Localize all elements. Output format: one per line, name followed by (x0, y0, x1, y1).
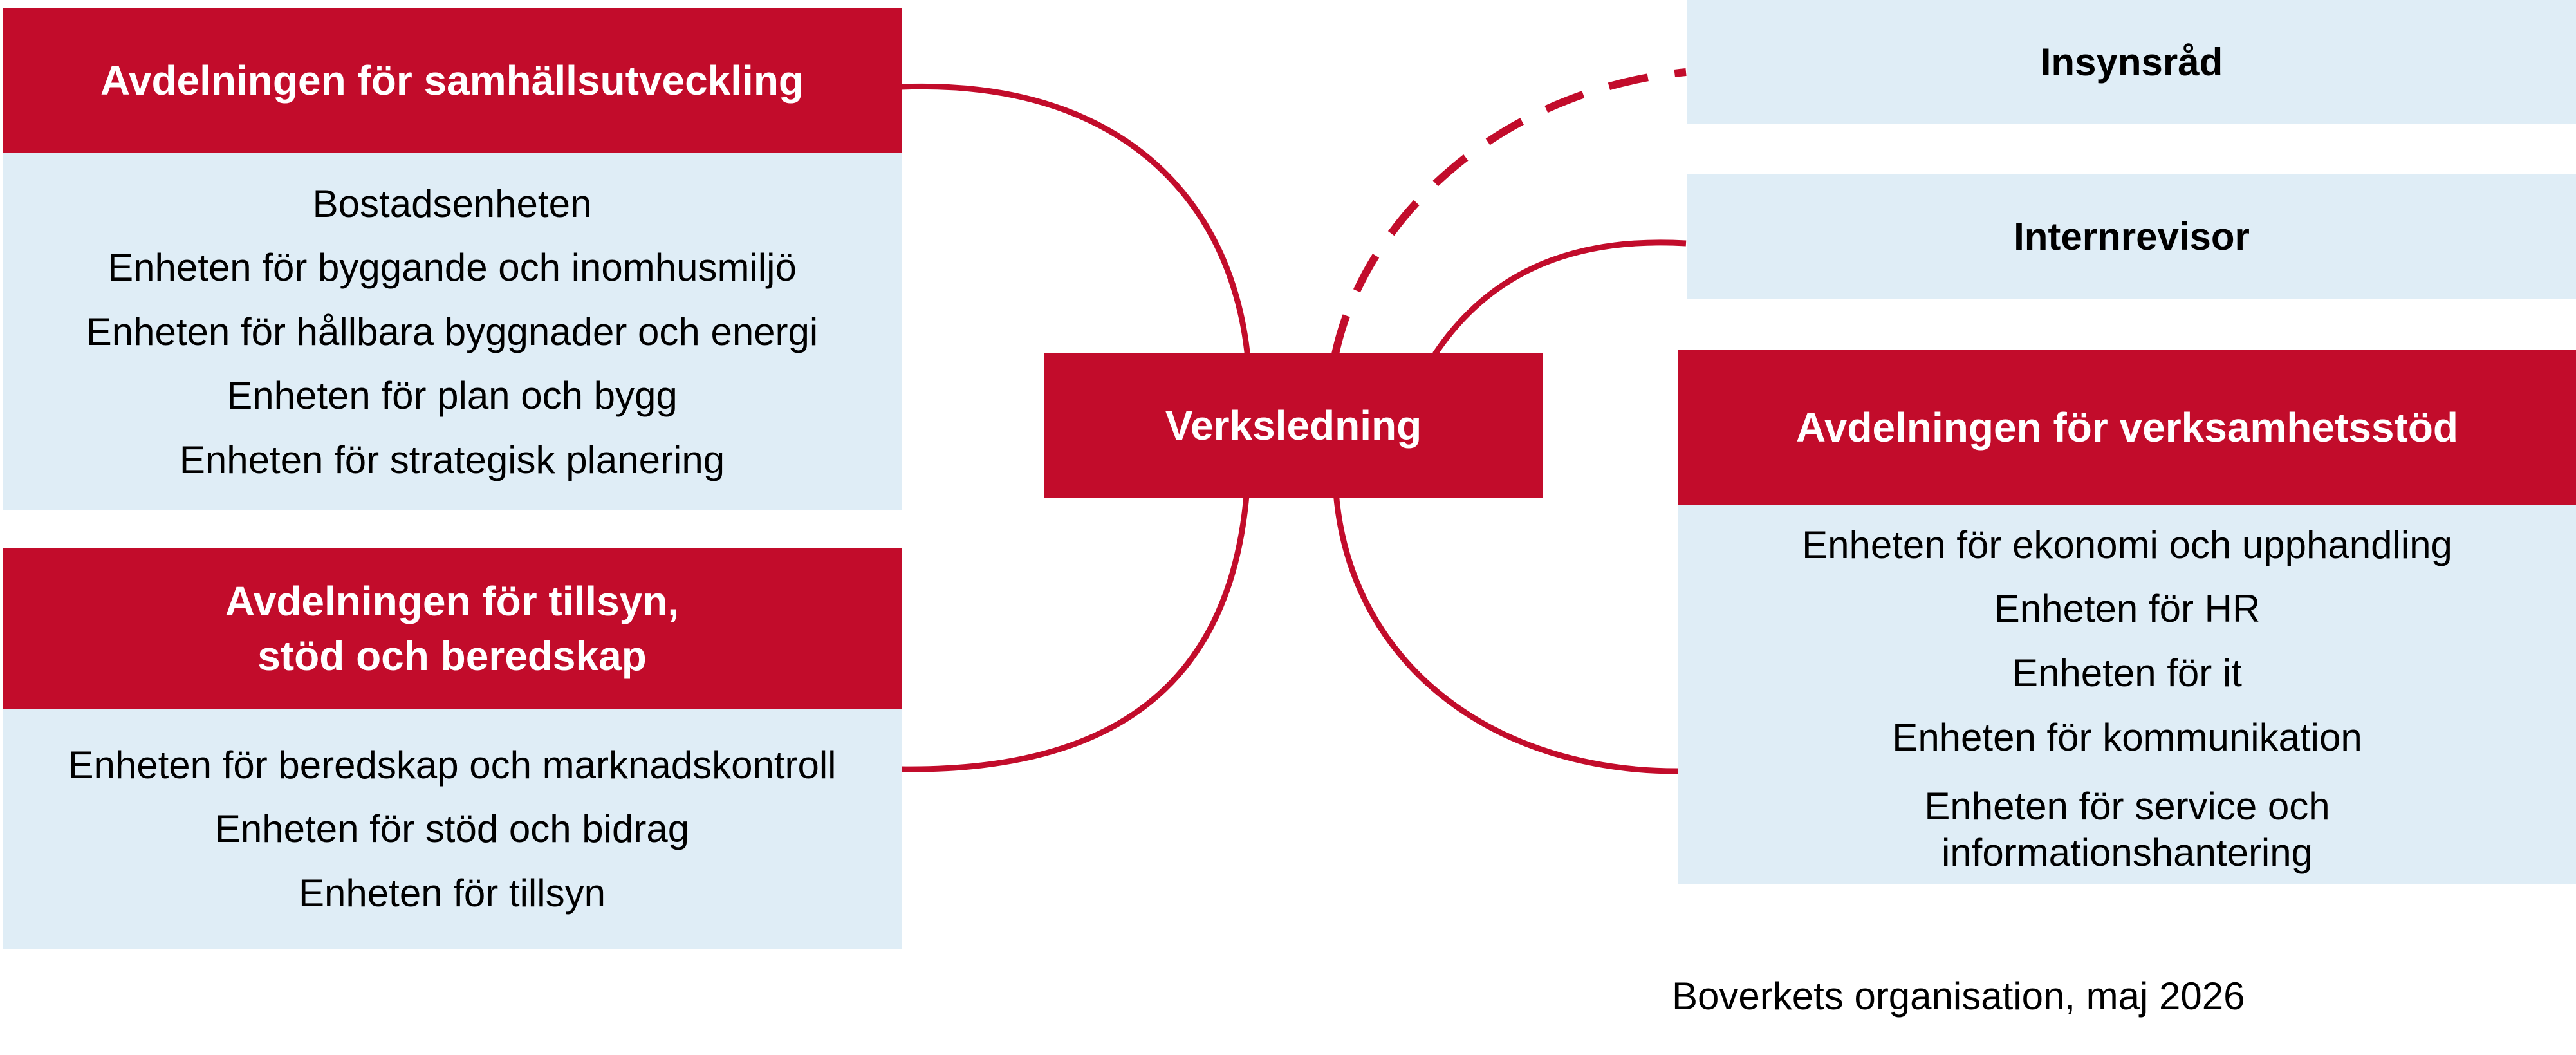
unit-service-line1: Enheten för service och (1924, 785, 2330, 828)
unit-list-verksamhetsstod: Enheten för ekonomi och upphandling Enhe… (1802, 513, 2452, 876)
department-samhallsutveckling-units: Bostadsenheten Enheten för byggande och … (3, 153, 902, 510)
unit-item-service: Enheten för service och informationshant… (1802, 783, 2452, 876)
organisation-caption: Boverkets organisation, maj 2026 (1672, 975, 2245, 1018)
department-verksamhetsstod-header: Avdelningen för verksamhetsstöd (1678, 350, 2576, 505)
internrevisor-title: Internrevisor (2014, 214, 2250, 258)
insynsrad-title: Insynsråd (2040, 40, 2223, 84)
connector-internrevisor (1432, 239, 1687, 356)
unit-item: Enheten för HR (1994, 587, 2261, 631)
unit-item: Enheten för plan och bygg (227, 374, 678, 418)
unit-service-line2: informationshantering (1941, 831, 2313, 875)
department-tillsyn-title-line1: Avdelningen för tillsyn, (225, 578, 680, 625)
unit-item: Enheten för it (2012, 651, 2242, 695)
unit-item: Enheten för beredskap och marknadskontro… (68, 743, 837, 787)
connector-tillsyn (900, 424, 1252, 772)
connector-samhallsutveckling (900, 83, 1253, 425)
department-verksamhetsstod-units: Enheten för ekonomi och upphandling Enhe… (1678, 505, 2576, 884)
unit-item: Enheten för strategisk planering (179, 438, 725, 481)
unit-list-samhallsutveckling: Bostadsenheten Enheten för byggande och … (86, 172, 818, 492)
unit-item: Enheten för tillsyn (299, 871, 606, 915)
insynsrad-box: Insynsråd (1687, 0, 2576, 124)
department-samhallsutveckling-title: Avdelningen för samhällsutveckling (100, 57, 804, 104)
department-tillsyn-units: Enheten för beredskap och marknadskontro… (3, 709, 902, 949)
connector-verksamhetsstod (1332, 482, 1682, 774)
verksledning-box: Verksledning (1044, 353, 1543, 498)
department-verksamhetsstod-title: Avdelningen för verksamhetsstöd (1796, 404, 2458, 451)
verksledning-title: Verksledning (1165, 402, 1422, 449)
unit-item: Enheten för kommunikation (1892, 715, 2362, 759)
unit-item: Enheten för byggande och inomhusmiljö (107, 246, 797, 290)
unit-list-tillsyn: Enheten för beredskap och marknadskontro… (68, 733, 836, 926)
unit-item: Enheten för stöd och bidrag (214, 807, 690, 851)
unit-item: Bostadsenheten (312, 182, 592, 225)
department-samhallsutveckling-header: Avdelningen för samhällsutveckling (3, 8, 902, 153)
internrevisor-box: Internrevisor (1687, 174, 2576, 299)
unit-item: Enheten för ekonomi och upphandling (1802, 523, 2452, 566)
department-tillsyn-title-line2: stöd och beredskap (257, 632, 647, 679)
unit-item: Enheten för hållbara byggnader och energ… (86, 310, 819, 353)
connector-insynsrad (1331, 68, 1687, 355)
department-tillsyn-header: Avdelningen för tillsyn, stöd och bereds… (3, 548, 902, 709)
